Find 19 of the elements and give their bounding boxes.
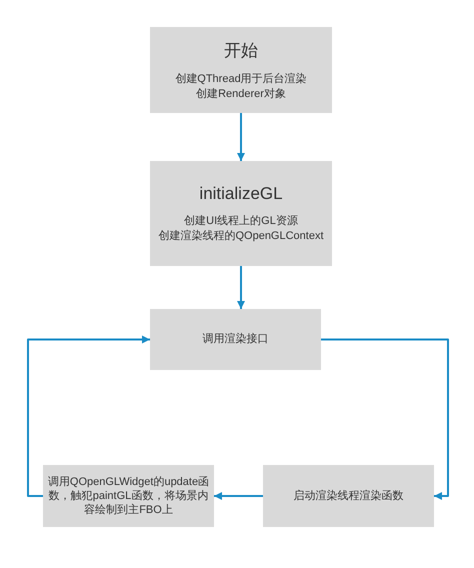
process-box [263, 465, 434, 527]
box-title: 开始 [224, 40, 258, 62]
process-box [43, 465, 214, 527]
box-text: 调用QOpenGLWidget的update函数，触犯paintGL函数，将场景内容绘制到主FBO上 [47, 474, 210, 518]
arrow [237, 113, 245, 161]
box-text: 启动渲染线程渲染函数 [294, 488, 404, 504]
box-text: 创建渲染线程的QOpenGLContext [158, 228, 324, 243]
arrow [321, 338, 449, 500]
box-text: 创建Renderer对象 [196, 86, 286, 101]
arrow [214, 492, 263, 500]
box-text: 创建UI线程上的GL资源 [184, 214, 298, 228]
box-text: 创建QThread用于后台渲染 [175, 72, 307, 86]
arrow [27, 336, 150, 497]
process-box [150, 309, 321, 370]
box-title: initializeGL [199, 184, 283, 204]
process-box [150, 27, 332, 113]
box-text: 调用渲染接口 [202, 332, 268, 347]
arrow [237, 266, 245, 309]
process-box [150, 161, 332, 266]
